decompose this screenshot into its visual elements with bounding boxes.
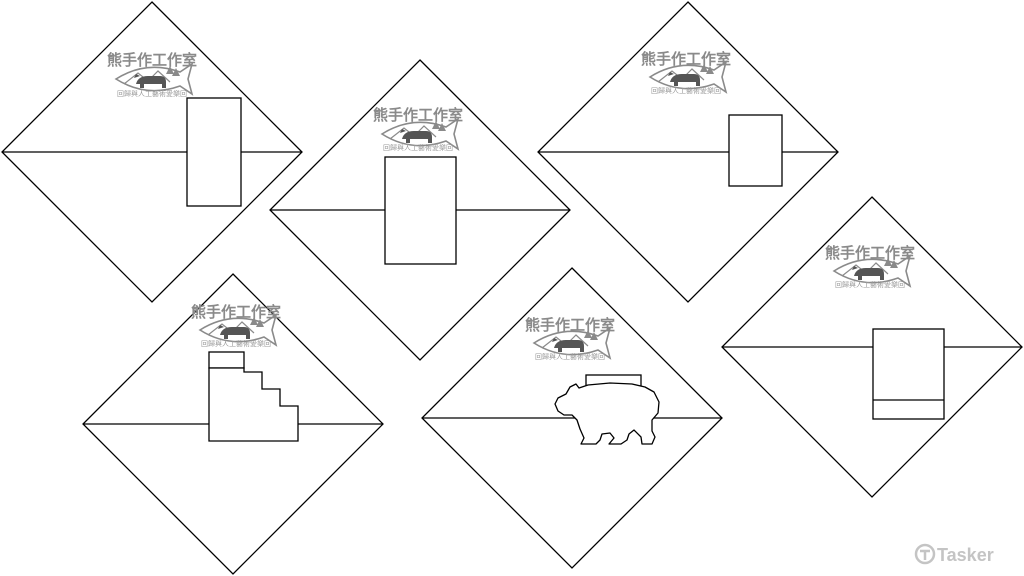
insert-square — [728, 114, 783, 187]
staircase-body — [208, 367, 299, 442]
brand-logo: 熊手作工作室 回歸與人工藝術愛樂回 — [641, 50, 731, 95]
brand-logo: 熊手作工作室 回歸與人工藝術愛樂回 — [825, 244, 915, 289]
panel-4: 熊手作工作室 回歸與人工藝術愛樂回 — [82, 273, 384, 575]
panel-2: 熊手作工作室 回歸與人工藝術愛樂回 — [269, 59, 571, 361]
insert-tall-rectangle — [384, 156, 457, 265]
diamond-outline — [421, 267, 723, 569]
brand-logo: 熊手作工作室 回歸與人工藝術愛樂回 — [525, 316, 615, 361]
logo-subtitle: 回歸與人工藝術愛樂回 — [117, 89, 187, 98]
logo-title: 熊手作工作室 — [107, 51, 197, 69]
diamond-outline — [537, 1, 839, 303]
logo-title: 熊手作工作室 — [525, 316, 615, 334]
insert-tall-rectangle — [186, 97, 242, 207]
logo-title: 熊手作工作室 — [191, 303, 281, 321]
insert-staircase — [208, 351, 299, 442]
panel-1: 熊手作工作室 回歸與人工藝術愛樂回 — [1, 1, 303, 303]
tasker-logo-icon — [914, 543, 936, 565]
logo-title: 熊手作工作室 — [373, 106, 463, 124]
panel-3: 熊手作工作室 回歸與人工藝術愛樂回 — [537, 1, 839, 303]
staircase-top-block — [208, 351, 245, 369]
brand-logo: 熊手作工作室 回歸與人工藝術愛樂回 — [107, 51, 197, 98]
tasker-watermark: Tasker — [914, 543, 994, 565]
logo-subtitle: 回歸與人工藝術愛樂回 — [835, 280, 905, 289]
logo-title: 熊手作工作室 — [825, 244, 915, 262]
panel-6: 熊手作工作室 回歸與人工藝術愛樂回 — [721, 196, 1023, 498]
insert-bear-silhouette — [554, 374, 660, 445]
diamond-outline — [269, 59, 571, 361]
logo-subtitle: 回歸與人工藝術愛樂回 — [383, 143, 453, 152]
brand-logo: 熊手作工作室 回歸與人工藝術愛樂回 — [373, 106, 463, 152]
diamond-outline — [82, 273, 384, 575]
logo-subtitle: 回歸與人工藝術愛樂回 — [535, 352, 605, 361]
insert-rectangle — [872, 328, 945, 420]
diamond-outline — [1, 1, 303, 303]
panel-5: 熊手作工作室 回歸與人工藝術愛樂回 — [421, 267, 723, 569]
bear-body-icon — [554, 382, 660, 445]
logo-title: 熊手作工作室 — [641, 50, 731, 68]
diamond-outline — [721, 196, 1023, 498]
logo-subtitle: 回歸與人工藝術愛樂回 — [651, 86, 721, 95]
brand-logo: 熊手作工作室 回歸與人工藝術愛樂回 — [191, 303, 281, 348]
logo-subtitle: 回歸與人工藝術愛樂回 — [201, 339, 271, 348]
watermark-text: Tasker — [937, 545, 994, 565]
